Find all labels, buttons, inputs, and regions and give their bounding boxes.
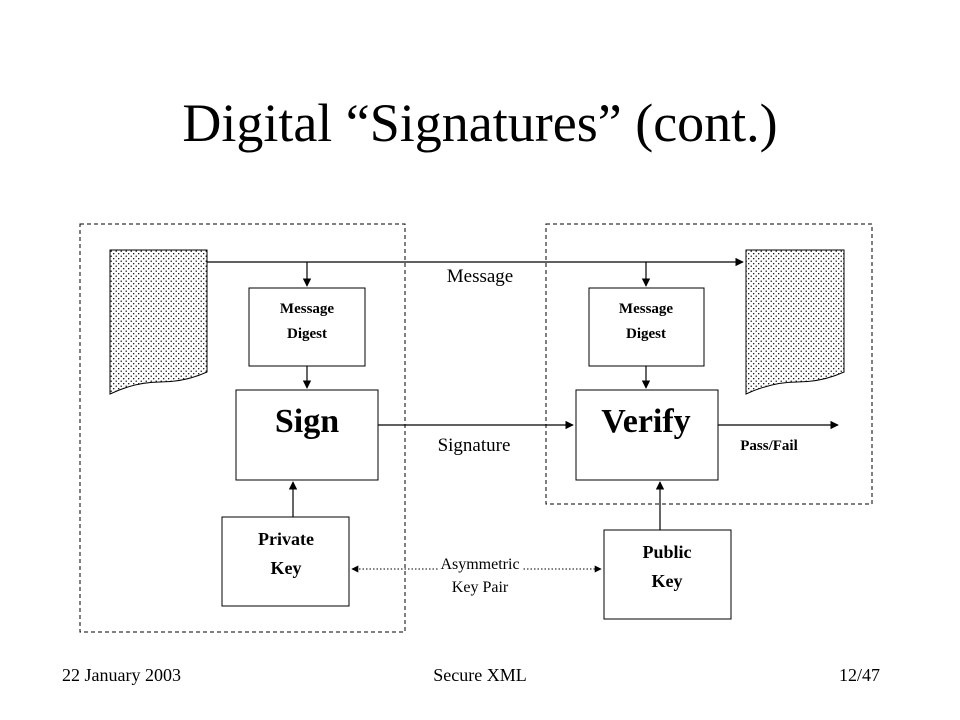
receiver-digest-line2: Digest xyxy=(626,326,666,342)
footer-date: 22 January 2003 xyxy=(62,665,181,685)
key-pair-line1: Asymmetric xyxy=(440,556,519,573)
key-pair-label-bg xyxy=(438,550,522,598)
verify-label: Verify xyxy=(601,403,690,440)
receiver-boundary xyxy=(545,223,873,505)
footer-page-number: 12/47 xyxy=(838,665,880,685)
public-key-line2: Key xyxy=(652,571,683,591)
private-key-line1: Private xyxy=(258,529,314,549)
verify-box xyxy=(575,389,719,481)
sender-digest-line1: Message xyxy=(280,301,334,317)
sender-document-icon xyxy=(109,249,208,395)
private-key-box xyxy=(221,516,350,607)
slide-title: Digital “Signatures” (cont.) xyxy=(182,93,778,153)
public-key-line1: Public xyxy=(642,542,691,562)
receiver-message-digest-box xyxy=(588,287,705,367)
public-key-box xyxy=(603,529,732,620)
sender-boundary xyxy=(79,223,406,633)
pass-fail-label: Pass/Fail xyxy=(740,438,798,454)
key-pair-line2: Key Pair xyxy=(452,579,509,596)
message-label: Message xyxy=(447,266,513,287)
signature-label: Signature xyxy=(438,435,511,456)
footer-title: Secure XML xyxy=(433,665,527,685)
sender-message-digest-box xyxy=(248,287,366,367)
receiver-document-icon xyxy=(745,249,845,395)
sign-box xyxy=(235,389,379,481)
sender-digest-line2: Digest xyxy=(287,326,327,342)
receiver-digest-line1: Message xyxy=(619,301,673,317)
sign-label: Sign xyxy=(275,403,339,440)
private-key-line2: Key xyxy=(271,558,302,578)
